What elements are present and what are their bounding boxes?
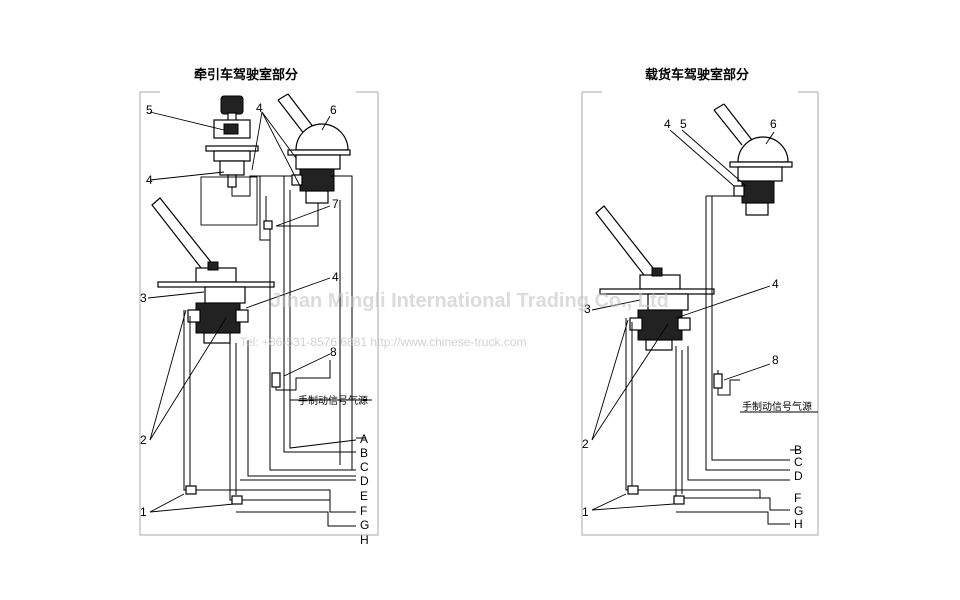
left-label-8: 8 [330, 345, 337, 359]
right-dial-valve [713, 103, 793, 216]
left-frame-outline [139, 92, 379, 536]
left-label-3: 3 [140, 291, 147, 305]
left-label-6: 6 [330, 103, 337, 117]
left-port-e: E [360, 489, 368, 503]
left-leaders [147, 111, 372, 513]
left-label-2: 2 [140, 433, 147, 447]
right-port-h: H [794, 517, 803, 531]
right-label-1: 1 [582, 505, 589, 519]
right-source-note: 手制动信号气源 [742, 400, 812, 413]
left-label-1: 1 [140, 505, 147, 519]
right-label-2: 2 [582, 437, 589, 451]
left-label-4-valve: 4 [146, 173, 153, 187]
left-port-a: A [360, 432, 368, 446]
left-diagram: 牵引车驾驶室部分 [139, 67, 379, 547]
right-diagram-title: 载货车驾驶室部分 [645, 67, 749, 83]
left-diagram-title: 牵引车驾驶室部分 [194, 67, 298, 83]
right-port-d: D [794, 469, 803, 483]
right-leaders [591, 129, 818, 511]
brake-pedal [151, 197, 275, 344]
right-diagram: 载货车驾驶室部分 [581, 67, 819, 536]
watermark-contact: Tel: +86-531-8576 6881 http://www.chines… [240, 335, 527, 349]
right-label-4-mid: 4 [772, 277, 779, 291]
watermark-company: Jinan Mingli International Trading Co., … [270, 290, 669, 312]
hand-control-valve [205, 95, 259, 188]
left-label-5: 5 [146, 103, 153, 117]
right-port-f: F [794, 491, 801, 505]
left-label-4-mid: 4 [332, 270, 339, 284]
right-label-3: 3 [584, 302, 591, 316]
left-port-b: B [360, 446, 368, 460]
right-port-g: G [794, 504, 803, 518]
dial-valve [277, 93, 351, 204]
right-frame-outline [581, 92, 819, 536]
left-port-g: G [360, 518, 369, 532]
right-brake-pedal [595, 205, 715, 351]
left-port-c: C [360, 460, 369, 474]
left-port-d: D [360, 474, 369, 488]
right-port-c: C [794, 455, 803, 469]
right-pipes [625, 195, 800, 525]
left-pipes [183, 175, 366, 527]
right-port-b: B [794, 443, 802, 457]
right-label-8: 8 [772, 353, 779, 367]
left-label-4-top: 4 [256, 101, 263, 115]
left-port-f: F [360, 504, 367, 518]
left-port-h: H [360, 533, 369, 547]
right-label-6: 6 [770, 117, 777, 131]
left-mount-box [200, 176, 258, 226]
right-label-4-top: 4 [664, 117, 671, 131]
left-source-note: 手制动信号气源 [298, 394, 368, 407]
left-label-7: 7 [332, 197, 339, 211]
right-label-5: 5 [680, 117, 687, 131]
